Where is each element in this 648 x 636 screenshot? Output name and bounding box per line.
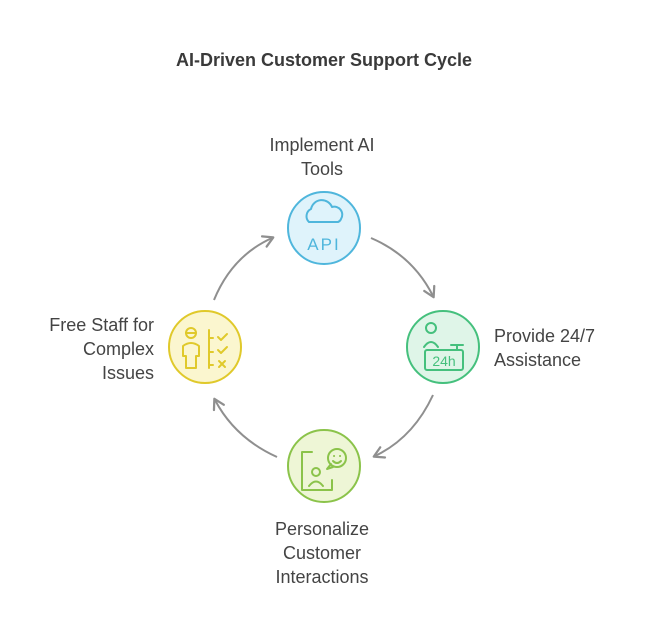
node-label-implement: Implement AI Tools (224, 133, 420, 181)
node-assist-icon-text: 24h (432, 353, 455, 369)
arrow-assist-to-personalize (372, 394, 434, 459)
cloud-api-icon: API (305, 199, 344, 254)
node-provide-assistance: 24h (406, 310, 480, 384)
node-personalize-interactions (287, 429, 361, 503)
arrow-implement-to-assist (370, 237, 436, 299)
label-line: Personalize (274, 519, 370, 539)
node-implement-icon-text: API (307, 235, 340, 254)
node-free-circle (168, 310, 242, 384)
arrow-personalize-to-free (212, 397, 278, 458)
label-line: Customer (282, 543, 362, 563)
node-label-assist: Provide 24/7 Assistance (494, 324, 644, 372)
node-free-staff (168, 310, 242, 384)
label-line: Complex (82, 339, 154, 359)
label-line: Assistance (494, 350, 582, 370)
chat-person-icon (301, 448, 347, 491)
node-personalize-circle (287, 429, 361, 503)
arrow-free-to-implement (213, 235, 275, 301)
node-label-free: Free Staff for Complex Issues (4, 313, 154, 385)
label-line: Tools (300, 159, 344, 179)
node-assist-circle (406, 310, 480, 384)
label-line: Implement AI (269, 135, 375, 155)
node-label-personalize: Personalize Customer Interactions (222, 517, 422, 589)
label-line: Free Staff for (49, 315, 154, 335)
24h-support-desk-icon: 24h (423, 322, 464, 371)
label-line: Provide 24/7 (494, 326, 596, 346)
diagram-title: AI-Driven Customer Support Cycle (175, 50, 473, 70)
label-line: Issues (101, 363, 154, 383)
node-implement-circle (287, 191, 361, 265)
node-implement-ai-tools: API (287, 191, 361, 265)
person-checklist-icon (182, 327, 228, 369)
label-line: Interactions (275, 567, 369, 587)
